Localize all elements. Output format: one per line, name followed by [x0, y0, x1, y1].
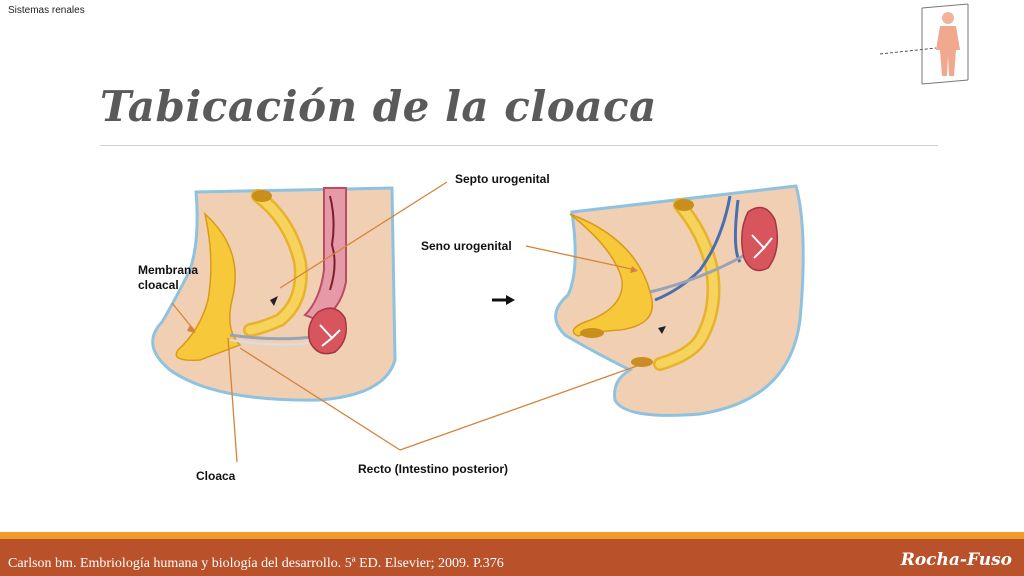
citation-text: Carlson bm. Embriología humana y biologí… [8, 556, 504, 571]
brand-name: Rocha-Fuso [900, 550, 1012, 570]
right-stage-illustration [554, 184, 805, 417]
stage-arrow-icon [492, 295, 515, 305]
label-recto: Recto (Intestino posterior) [358, 462, 509, 476]
leader-lines [171, 181, 649, 463]
cloaca-septation-figure [151, 181, 805, 463]
label-membrana-cloacal-line1: Membrana [138, 263, 199, 277]
slide-title: Tabicación de la cloaca [100, 82, 657, 131]
label-cloaca: Cloaca [196, 469, 236, 483]
left-stage-illustration [151, 186, 397, 402]
title-divider [100, 145, 938, 146]
footer-bar [0, 539, 1024, 576]
footer-accent-strip [0, 532, 1024, 539]
section-label: Sistemas renales [8, 5, 85, 16]
anatomical-planes-icon [879, 3, 969, 85]
label-seno-urogenital: Seno urogenital [421, 239, 512, 253]
label-membrana-cloacal-line2: cloacal [138, 278, 179, 292]
label-septo-urogenital: Septo urogenital [455, 172, 550, 186]
